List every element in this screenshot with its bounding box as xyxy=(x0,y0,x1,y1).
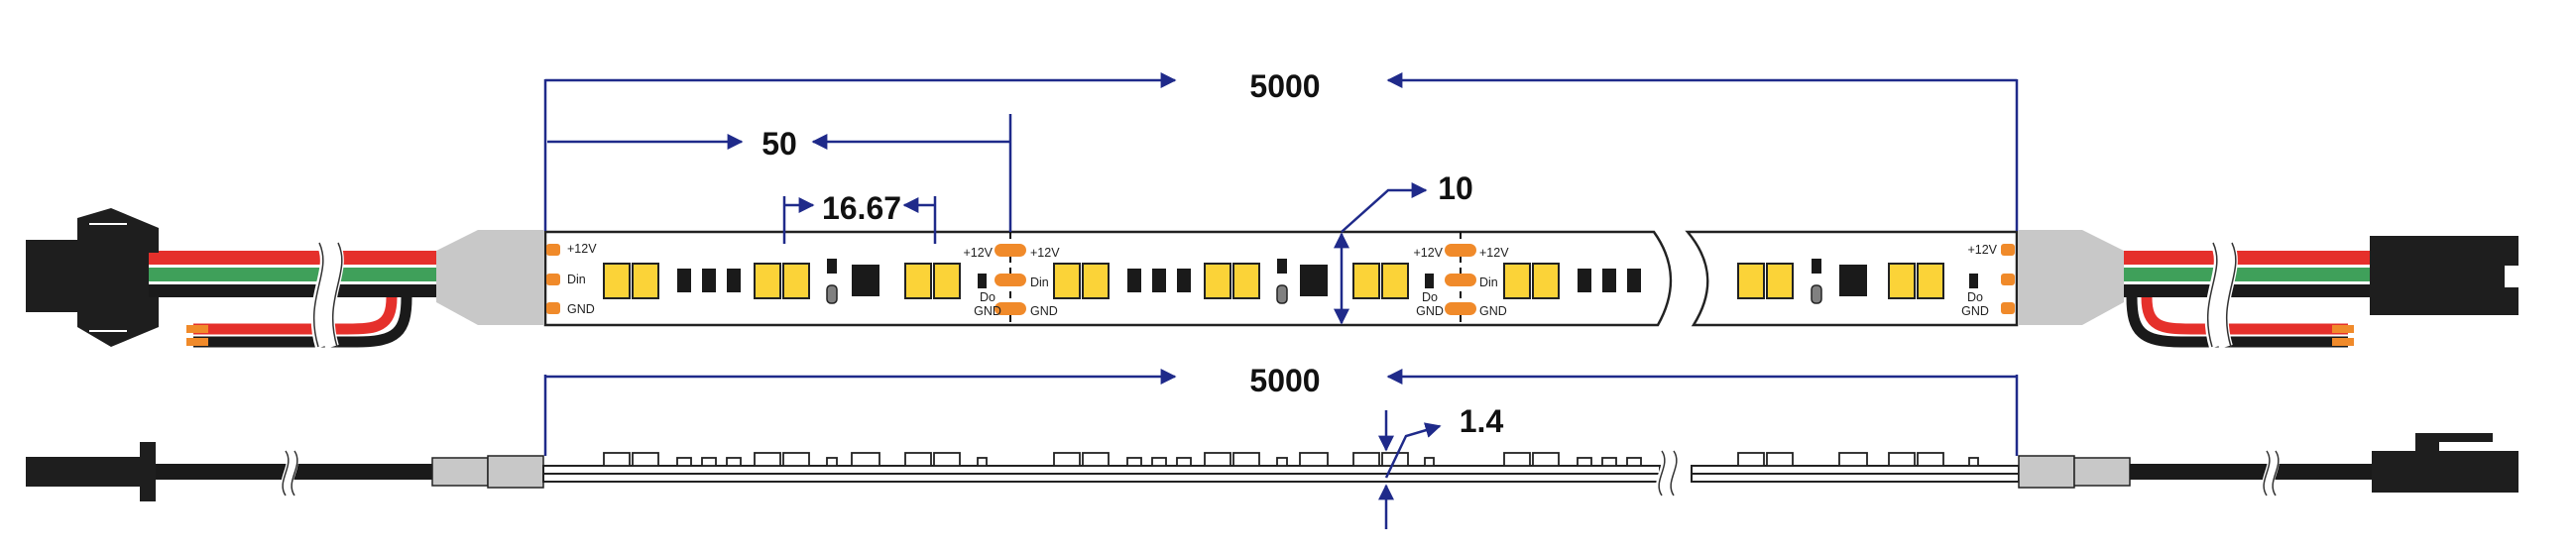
pad-label-gnd: GND xyxy=(567,302,595,316)
led-chips xyxy=(603,263,1944,299)
dimension-lines-top xyxy=(543,72,2019,325)
pad-label-din: Din xyxy=(1030,276,1049,289)
right-heat-shrink xyxy=(2019,230,2124,325)
dim-total-length-bottom: 5000 xyxy=(1249,363,1320,398)
pad-label-din: Din xyxy=(1479,276,1498,289)
small-components xyxy=(826,259,1978,304)
pad-label-do: Do xyxy=(980,290,995,304)
pad-label-din: Din xyxy=(567,273,586,286)
side-right-cable xyxy=(2018,447,2373,499)
pad-label-gnd: GND xyxy=(974,304,1001,318)
pad-label-gnd: GND xyxy=(1479,304,1507,318)
pad-label-12v: +12V xyxy=(1413,246,1443,260)
pad-label-gnd: GND xyxy=(1416,304,1444,318)
pad-label-do: Do xyxy=(1967,290,1983,304)
resistors xyxy=(677,269,1641,292)
pad-label-do: Do xyxy=(1422,290,1438,304)
ic-chips xyxy=(852,265,1867,296)
pad-label-12v: +12V xyxy=(567,242,597,256)
connector-left-icon xyxy=(26,208,159,347)
dim-total-length-top: 5000 xyxy=(1249,68,1320,104)
pad-label-12v: +12V xyxy=(1967,243,1997,257)
side-left-cable xyxy=(26,442,544,501)
pad-label-gnd: GND xyxy=(1961,304,1989,318)
left-wire-bundle xyxy=(149,240,446,350)
pad-label-12v: +12V xyxy=(963,246,993,260)
dim-thickness: 1.4 xyxy=(1460,403,1504,439)
pad-label-12v: +12V xyxy=(1479,246,1509,260)
right-wire-bundle xyxy=(2112,240,2380,350)
pad-label-gnd: GND xyxy=(1030,304,1058,318)
dim-segment-length: 50 xyxy=(761,126,797,162)
pad-label-12v: +12V xyxy=(1030,246,1060,260)
side-connector-right-icon xyxy=(2372,433,2518,493)
connector-right-icon xyxy=(2370,236,2518,315)
dim-led-pitch: 16.67 xyxy=(822,190,901,226)
copper-pads xyxy=(546,244,2015,315)
left-heat-shrink xyxy=(436,230,543,325)
dimension-lines-bottom xyxy=(543,369,2019,529)
pad-labels: +12V Din GND +12V Do GND +12V Din GND +1… xyxy=(567,242,1998,318)
side-components xyxy=(603,452,1979,467)
dim-strip-width: 10 xyxy=(1438,170,1473,206)
